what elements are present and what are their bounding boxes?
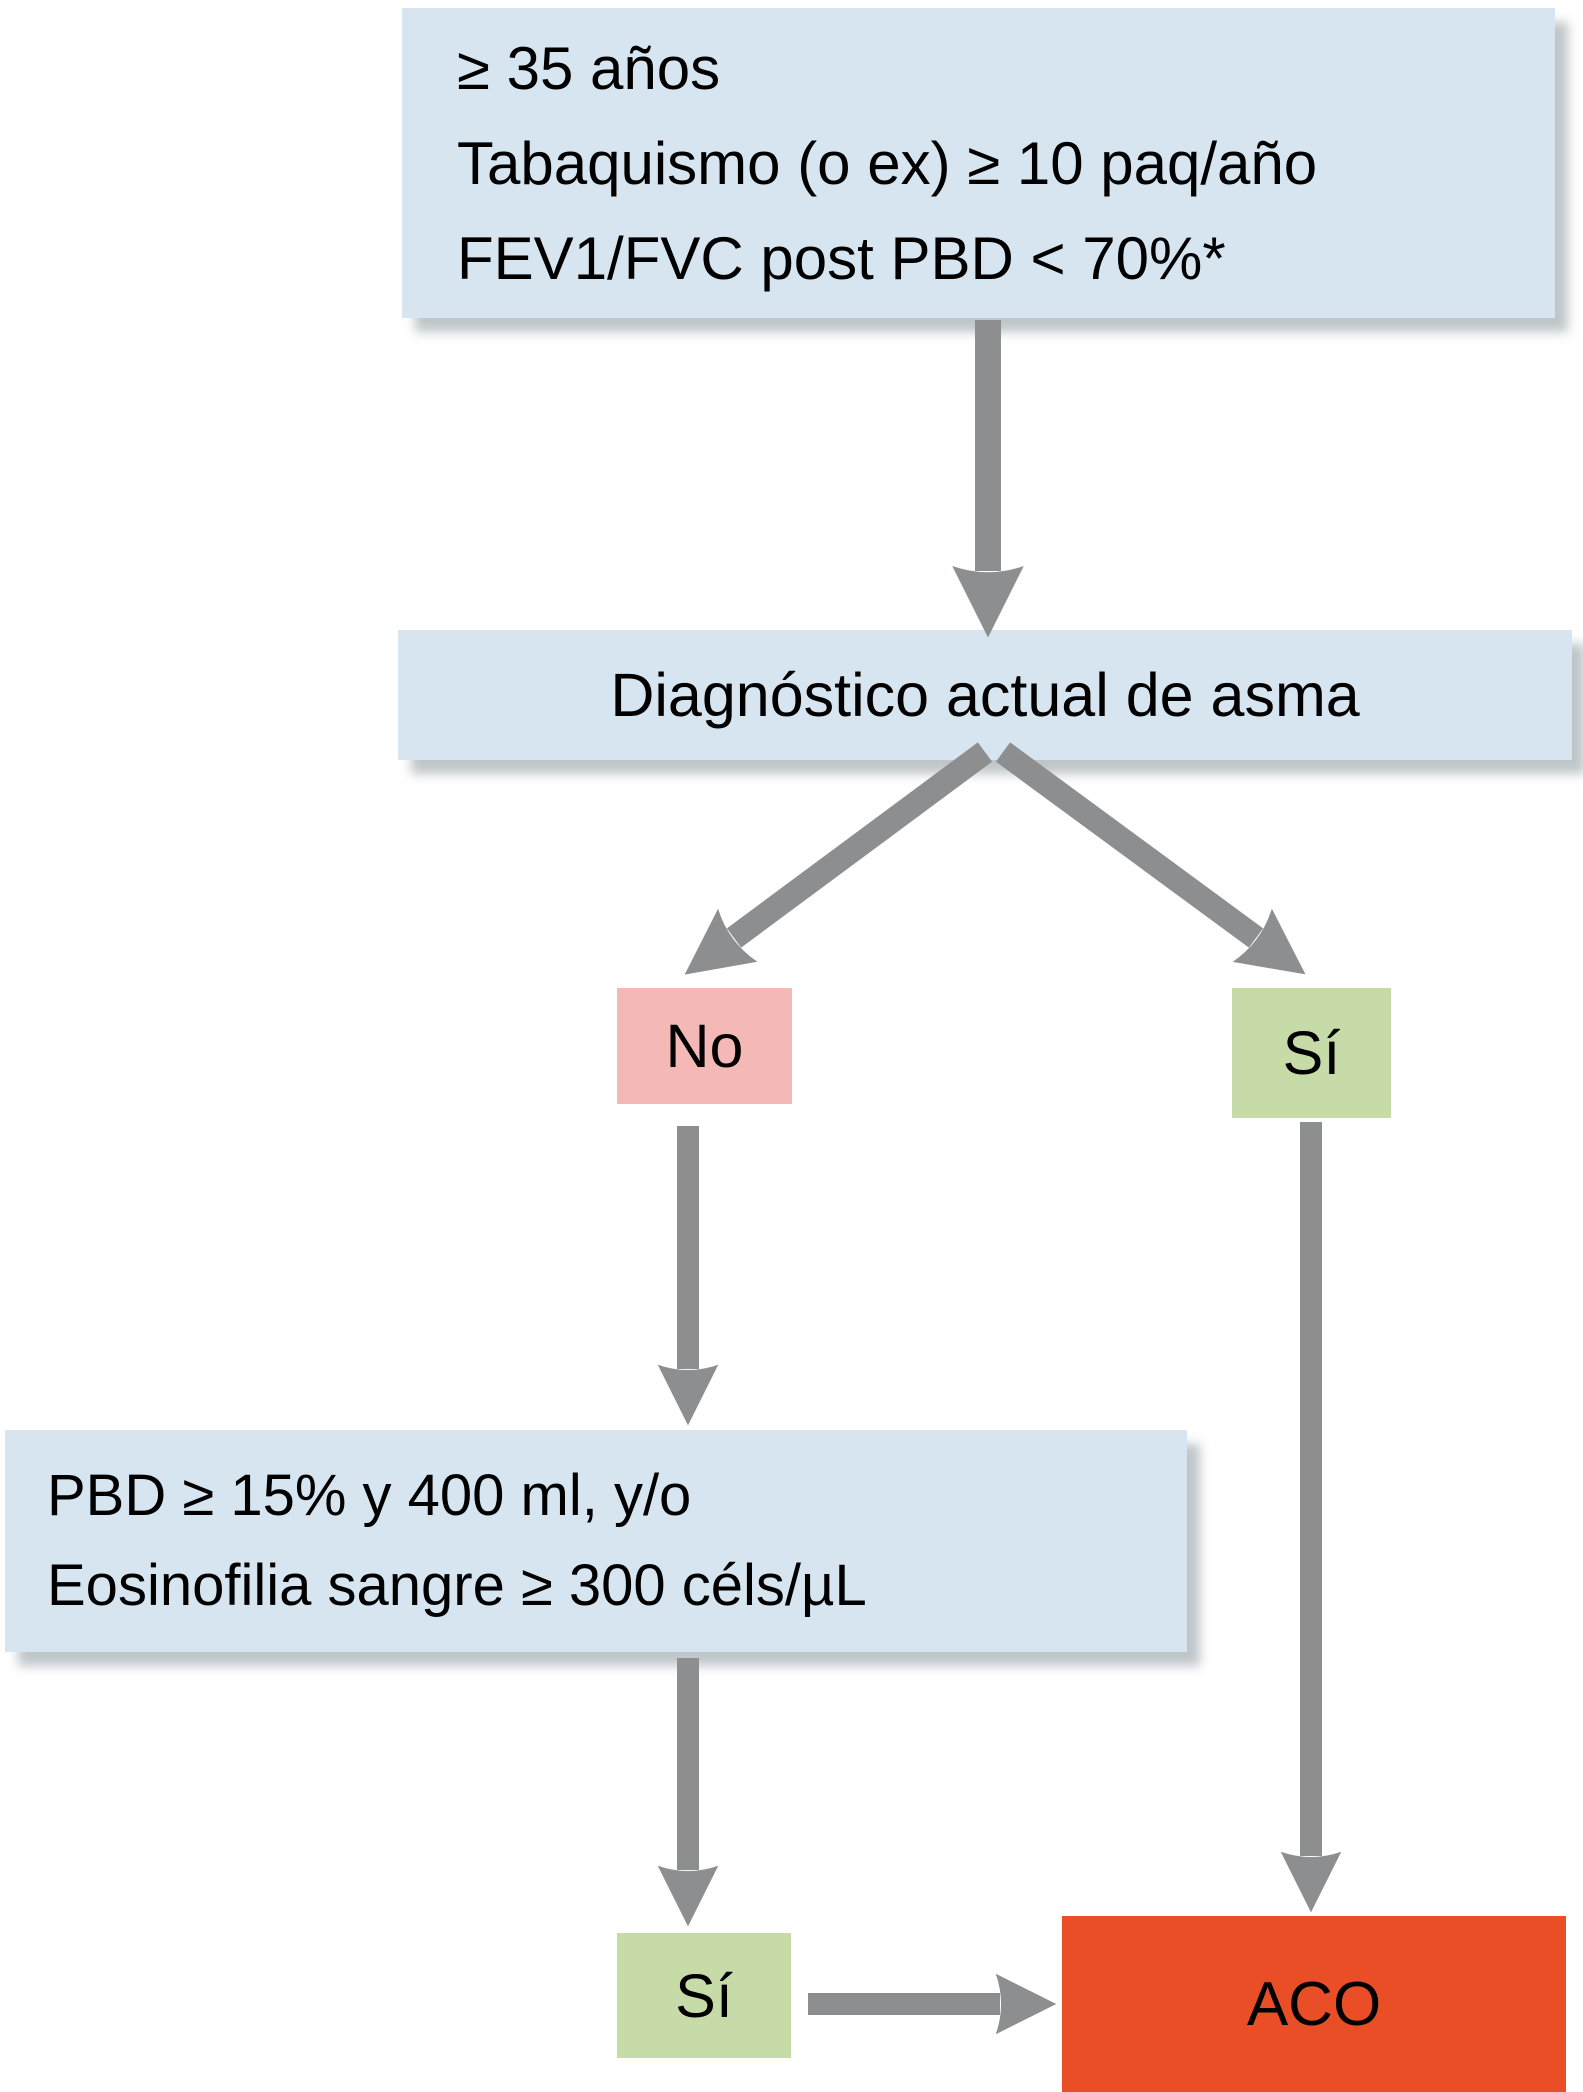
- arrow-diagnosis-to-yes: [995, 742, 1306, 975]
- node-entry-criteria: ≥ 35 años Tabaquismo (o ex) ≥ 10 paq/año…: [402, 8, 1555, 318]
- arrow-diagnosis-to-no: [684, 742, 993, 975]
- node-outcome-aco: ACO: [1062, 1916, 1566, 2092]
- node-confirm-yes: Sí: [617, 1933, 791, 2058]
- confirm-line-eosinophilia: Eosinofilia sangre ≥ 300 céls/µL: [47, 1553, 867, 1618]
- criteria-line-age: ≥ 35 años: [457, 34, 721, 102]
- diagnosis-label: Diagnóstico actual de asma: [610, 661, 1360, 729]
- node-confirm-criteria: PBD ≥ 15% y 400 ml, y/o Eosinofilia sang…: [5, 1430, 1187, 1652]
- confirm-line-pbd: PBD ≥ 15% y 400 ml, y/o: [47, 1463, 692, 1528]
- node-asthma-diagnosis: Diagnóstico actual de asma: [398, 630, 1572, 760]
- criteria-line-spirometry: FEV1/FVC post PBD < 70%*: [457, 224, 1226, 292]
- branch-no-label: No: [665, 1012, 744, 1080]
- branch-yes-label: Sí: [1282, 1019, 1341, 1087]
- confirm-yes-label: Sí: [675, 1961, 733, 2030]
- criteria-line-smoking: Tabaquismo (o ex) ≥ 10 paq/año: [457, 129, 1318, 197]
- outcome-label: ACO: [1246, 1969, 1382, 2039]
- node-branch-no: No: [617, 988, 792, 1104]
- node-branch-yes: Sí: [1232, 988, 1391, 1118]
